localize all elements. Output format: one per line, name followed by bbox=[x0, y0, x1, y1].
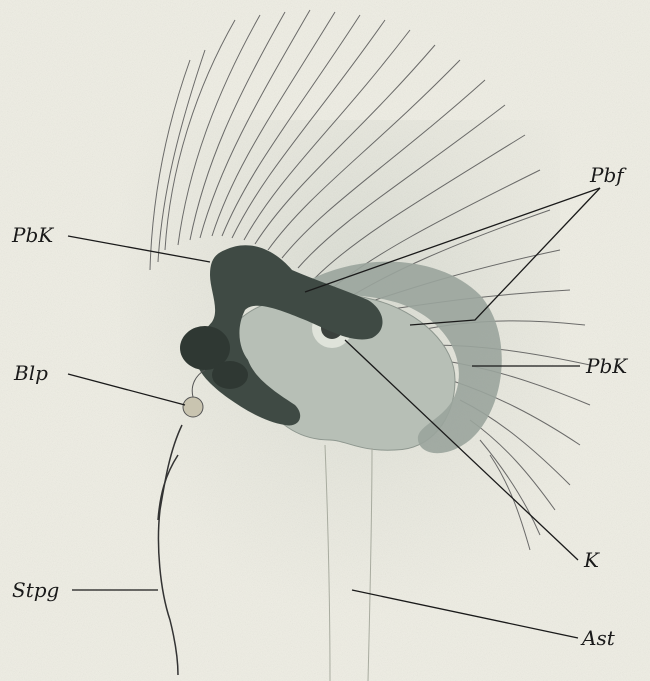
label-pbk-left: PbK bbox=[12, 225, 53, 245]
label-pbf: Pbf bbox=[590, 165, 624, 185]
lower-dark-lobe bbox=[212, 361, 248, 389]
label-pbk-right: PbK bbox=[586, 356, 627, 376]
label-ast: Ast bbox=[582, 628, 615, 648]
label-blp: Blp bbox=[14, 363, 48, 383]
label-stpg: Stpg bbox=[12, 580, 59, 600]
label-k: K bbox=[584, 550, 599, 570]
blp-circle bbox=[183, 397, 203, 417]
